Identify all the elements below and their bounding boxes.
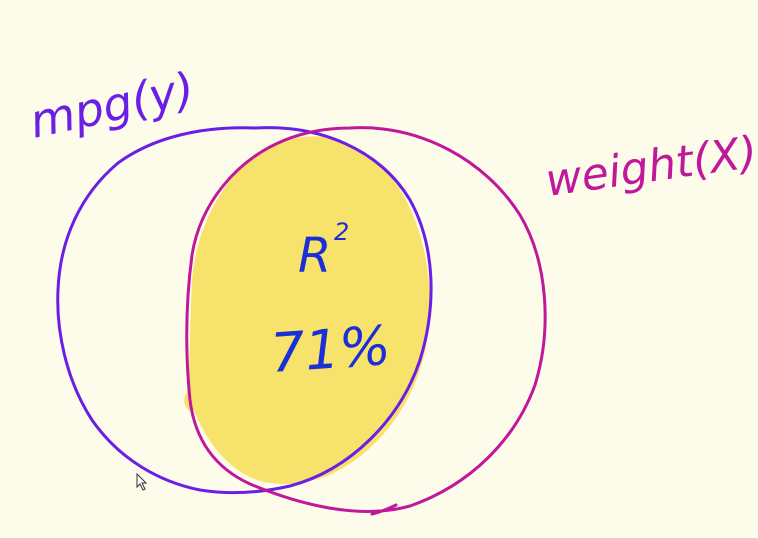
r-squared-exponent: 2 (334, 218, 349, 246)
overlap-region (188, 136, 430, 485)
mouse-pointer-icon (136, 472, 148, 491)
weight-circle-tail (370, 503, 398, 516)
r-squared-value: 71% (269, 314, 393, 385)
r-squared-label: R (298, 228, 331, 284)
mpg-circle (56, 126, 433, 495)
weight-circle (185, 126, 547, 513)
